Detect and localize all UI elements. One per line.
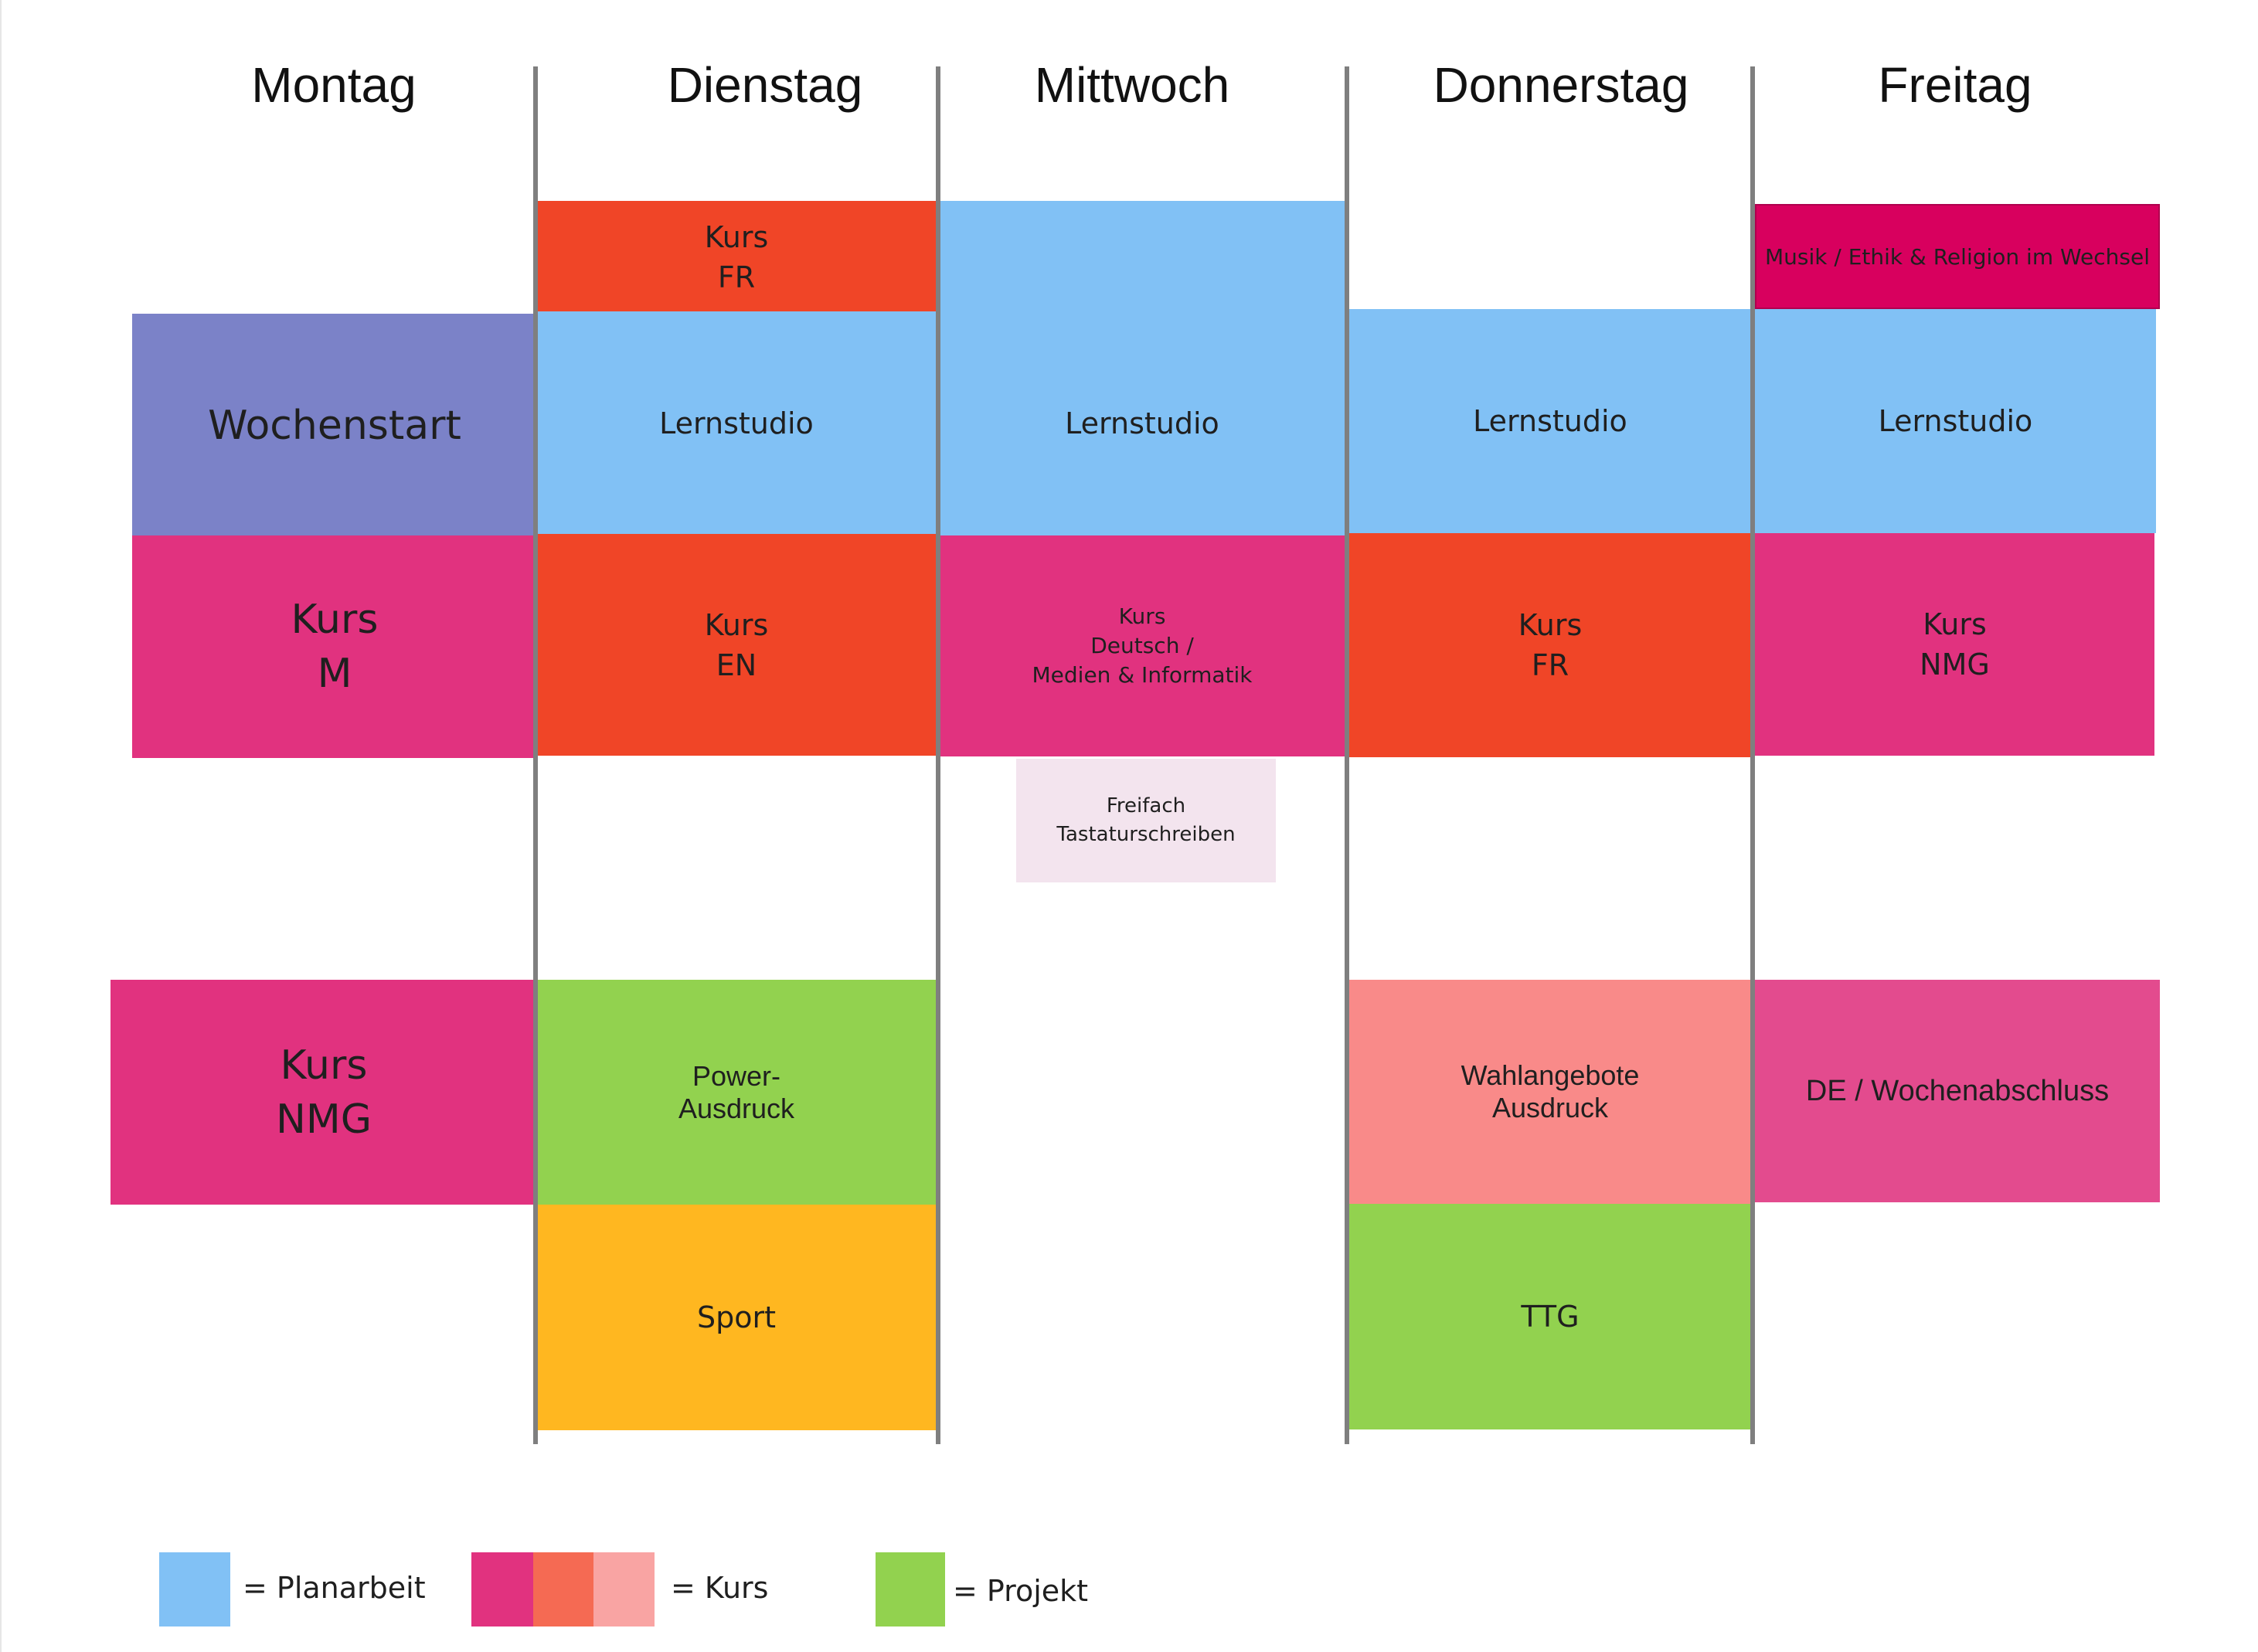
lesson-kurs-deutsch-medien: Kurs Deutsch / Medien & Informatik [940,535,1345,756]
legend-label-kurs: = Kurs [671,1571,769,1605]
day-divider-4 [1750,66,1755,1444]
legend-swatch-kurs-pink [471,1552,533,1627]
day-divider-2 [936,66,940,1444]
lesson-wahlangebote-ausdruck: Wahlangebote Ausdruck [1348,980,1752,1204]
legend-label-planarbeit: = Planarbeit [243,1571,426,1605]
legend-swatch-planarbeit [159,1552,230,1627]
lesson-kurs-fr-dienstag: Kurs FR [537,201,936,314]
day-header-freitag: Freitag [1878,57,2032,113]
legend-label-projekt: = Projekt [953,1574,1089,1608]
day-header-dienstag: Dienstag [667,57,863,113]
lesson-wochenstart: Wochenstart [132,314,537,538]
legend-swatch-kurs-orange [533,1552,593,1627]
lesson-musik-ethik-religion: Musik / Ethik & Religion im Wechsel [1755,204,2160,309]
lesson-kurs-fr-donnerstag: Kurs FR [1348,533,1752,757]
lesson-kurs-nmg-freitag: Kurs NMG [1755,533,2154,756]
page-edge [0,0,2,1652]
lesson-freifach-tastaturschreiben: Freifach Tastaturschreiben [1016,759,1276,882]
day-header-mittwoch: Mittwoch [1034,57,1230,113]
lesson-de-wochenabschluss: DE / Wochenabschluss [1755,980,2160,1202]
legend-swatch-projekt [876,1552,945,1627]
lesson-planarbeit-mittwoch [940,201,1345,313]
lesson-ttg: TTG [1348,1204,1752,1429]
day-header-montag: Montag [251,57,417,113]
day-divider-1 [533,66,538,1444]
lesson-lernstudio-donnerstag: Lernstudio [1348,309,1752,533]
lesson-lernstudio-mittwoch: Lernstudio [940,311,1345,535]
legend-swatch-kurs-salmon [593,1552,655,1627]
lesson-kurs-m: Kurs M [132,535,537,758]
lesson-lernstudio-freitag: Lernstudio [1755,309,2156,533]
day-divider-3 [1345,66,1349,1444]
lesson-power-ausdruck: Power- Ausdruck [537,980,936,1205]
lesson-kurs-en: Kurs EN [537,534,936,756]
lesson-lernstudio-dienstag: Lernstudio [537,311,936,535]
lesson-sport: Sport [537,1205,936,1430]
lesson-kurs-nmg-montag: Kurs NMG [111,980,537,1205]
day-header-donnerstag: Donnerstag [1433,57,1689,113]
